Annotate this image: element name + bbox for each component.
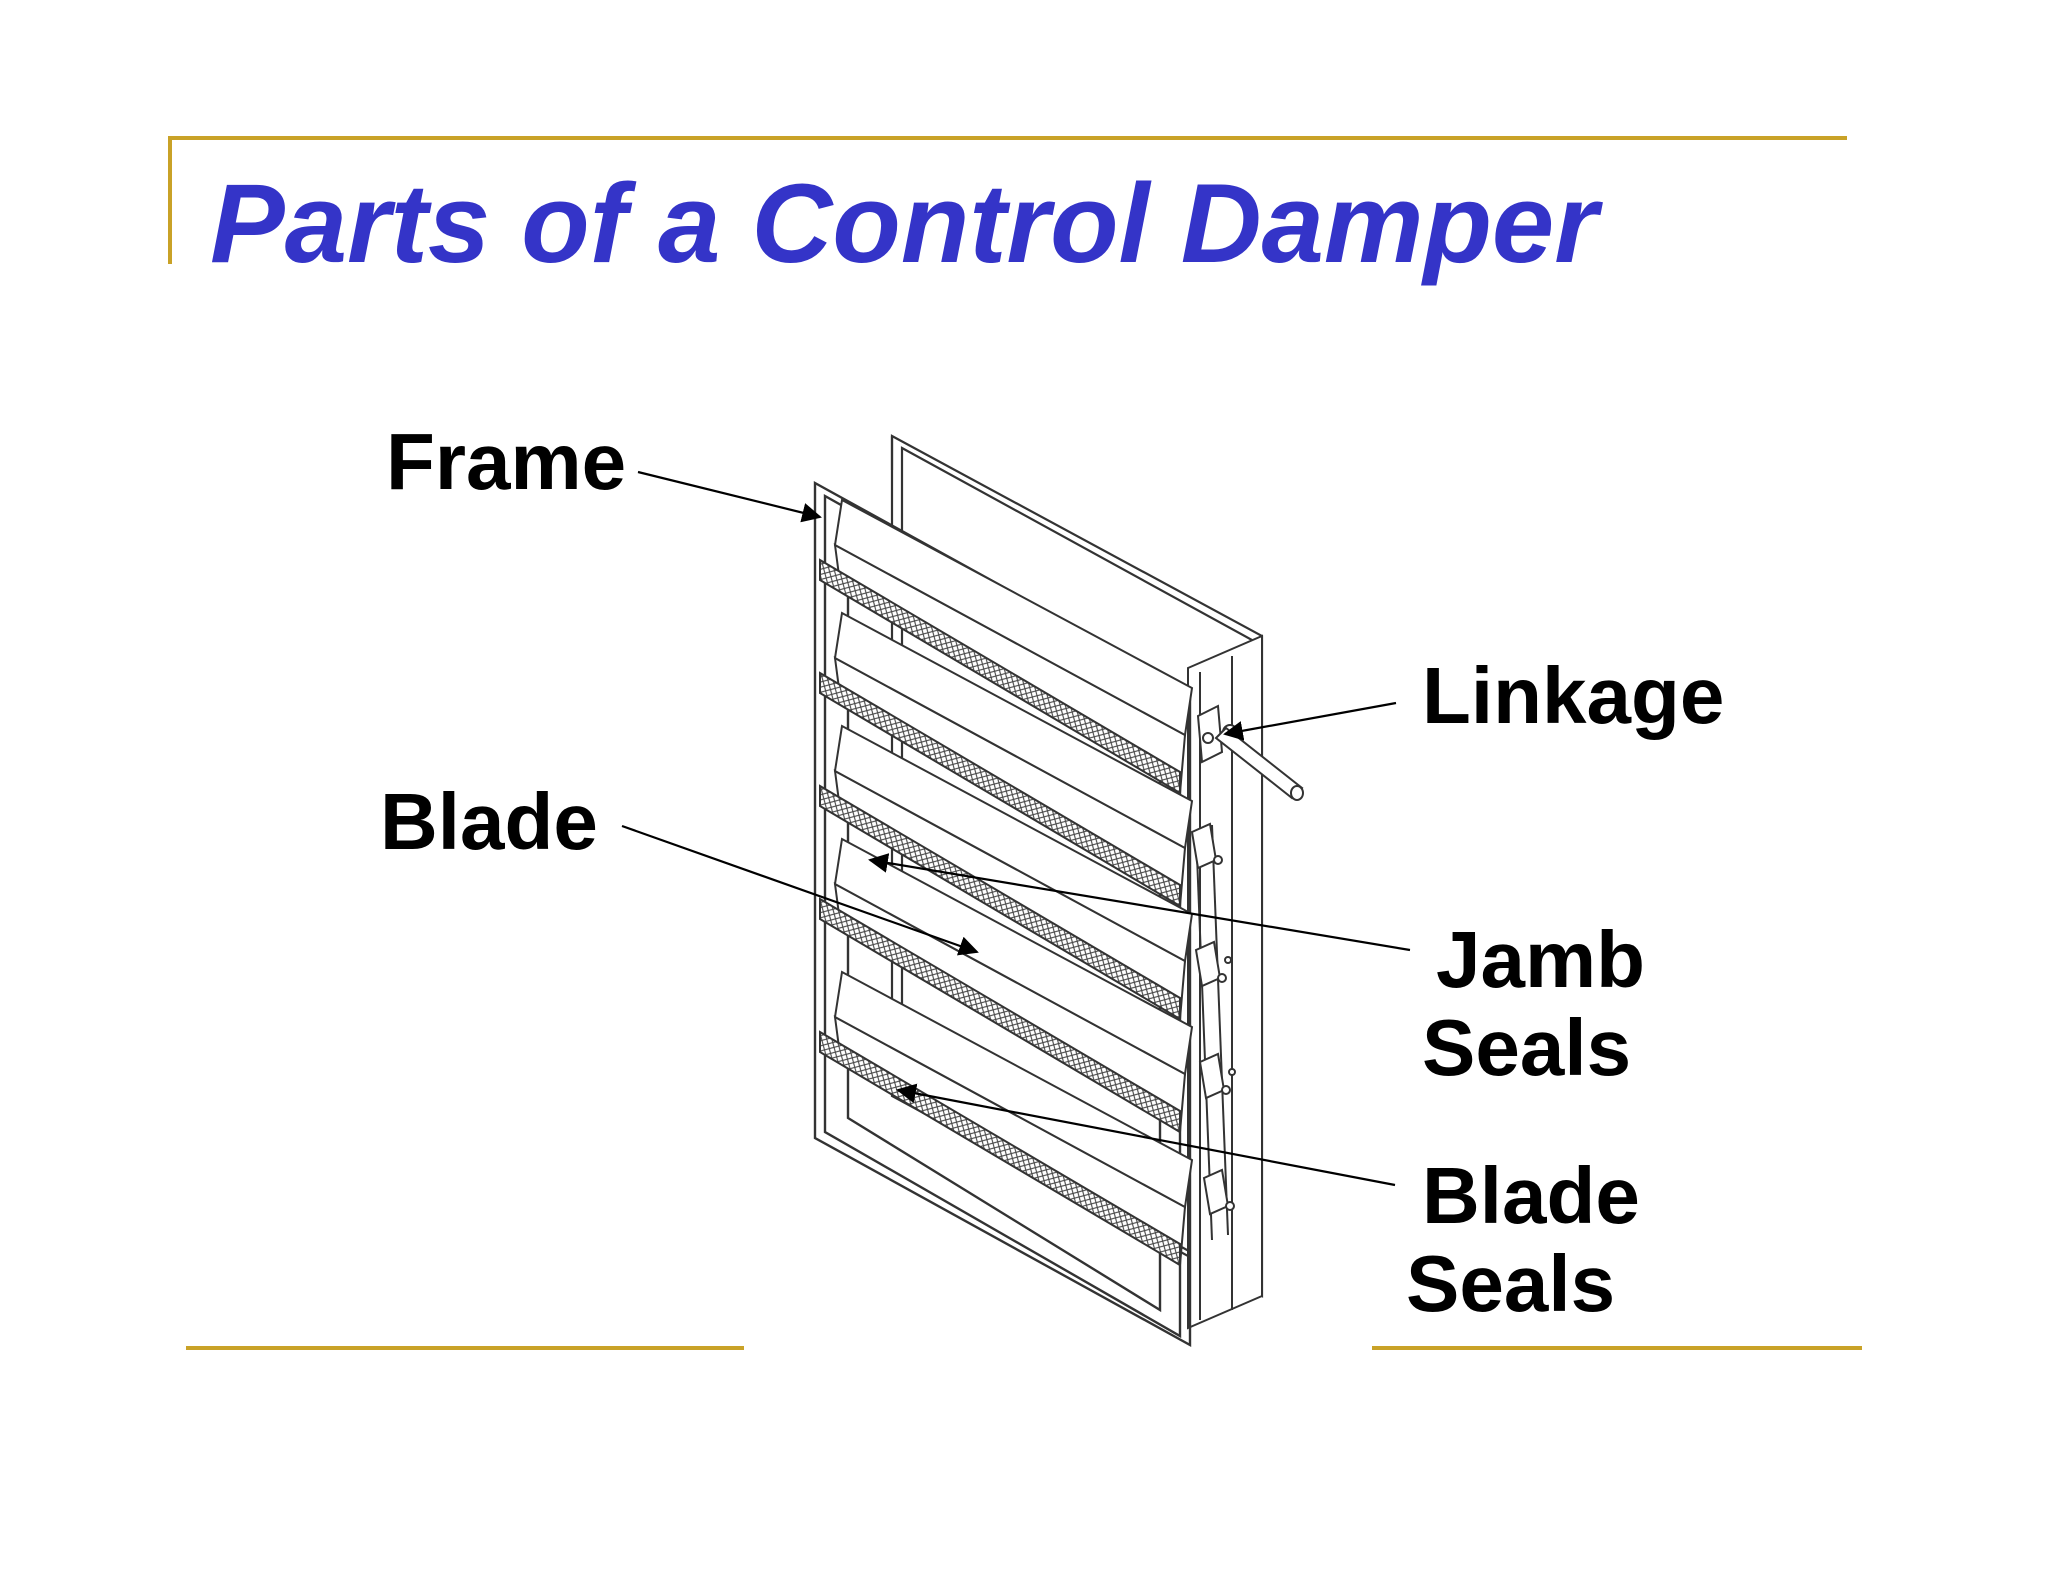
- linkage: [1190, 704, 1304, 1241]
- frame-label: Frame: [386, 417, 627, 506]
- linkage-leader: [1223, 701, 1397, 741]
- top-rule: [170, 136, 1847, 140]
- blade-seals-label-line2: Seals: [1406, 1239, 1616, 1328]
- blade: [819, 837, 1194, 1134]
- blade-label: Blade: [380, 777, 598, 866]
- blade: [819, 724, 1194, 1021]
- blade-seals-leader: [896, 1083, 1396, 1187]
- leader-lines: [621, 470, 1411, 1187]
- page-title: Parts of a Control Damper: [210, 161, 1598, 286]
- blade: [819, 611, 1194, 908]
- left-rule: [168, 136, 172, 264]
- blade: [819, 498, 1194, 795]
- blade-leader: [621, 824, 979, 956]
- jamb-seals-label-line2: Seals: [1422, 1003, 1632, 1092]
- linkage-label: Linkage: [1422, 651, 1725, 740]
- jamb-seals-leader: [868, 853, 1411, 952]
- frame-leader: [637, 470, 822, 523]
- bottom-rule-left: [186, 1346, 744, 1350]
- jamb-seals-label-line1: Jamb: [1436, 915, 1645, 1004]
- blade-seals-label-line1: Blade: [1422, 1151, 1640, 1240]
- blades: [819, 498, 1194, 1267]
- bottom-rule-right: [1372, 1346, 1862, 1350]
